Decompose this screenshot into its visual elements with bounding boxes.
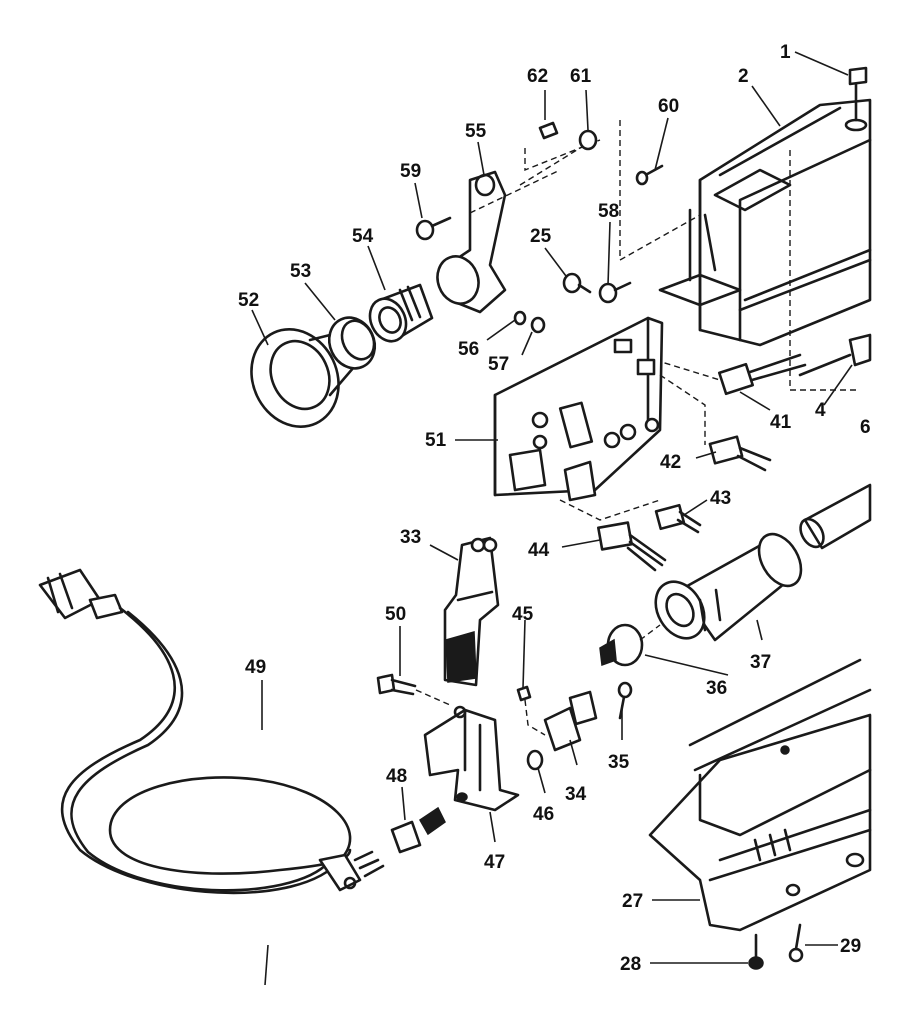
callout-25: 25 xyxy=(530,226,552,247)
callout-58: 58 xyxy=(598,201,619,222)
callout-41: 41 xyxy=(770,412,792,433)
callout-1: 1 xyxy=(780,42,791,63)
callout-60: 60 xyxy=(658,96,679,117)
connector-part-41 xyxy=(717,353,807,411)
screw-part-29 xyxy=(788,923,804,963)
callout-34: 34 xyxy=(565,784,587,805)
callout-45: 45 xyxy=(512,604,534,625)
connector-part-43 xyxy=(654,503,702,534)
callout-29: 29 xyxy=(840,936,861,957)
screw-part-28 xyxy=(748,933,764,970)
callout-27: 27 xyxy=(622,891,643,912)
callout-55: 55 xyxy=(465,121,487,142)
callout-52: 52 xyxy=(238,290,259,311)
callout-59: 59 xyxy=(400,161,421,182)
switch-part-34 xyxy=(543,690,598,752)
clip-part-61 xyxy=(578,129,598,151)
screw-part-58 xyxy=(598,281,632,304)
nut-part-57 xyxy=(530,316,546,334)
callout-6: 6 xyxy=(860,417,871,438)
leader-lines xyxy=(251,51,853,986)
callout-2: 2 xyxy=(738,66,749,87)
callout-4: 4 xyxy=(815,400,826,421)
screw-part-56 xyxy=(513,310,527,326)
callout-labels: 1 2 62 61 60 55 59 58 25 54 53 52 56 57 … xyxy=(238,42,871,975)
strain-relief-part-48 xyxy=(353,806,446,878)
callout-44: 44 xyxy=(528,540,550,561)
connector-part-44 xyxy=(559,499,667,572)
nut-part-45 xyxy=(516,685,546,736)
pad-part-62 xyxy=(538,121,559,140)
callout-47: 47 xyxy=(484,852,505,873)
callout-46: 46 xyxy=(533,804,554,825)
bracket-part-47 xyxy=(423,705,520,812)
circuit-board-part-51 xyxy=(493,316,664,502)
callout-42: 42 xyxy=(660,452,681,473)
callout-61: 61 xyxy=(570,66,592,87)
lens-mount-part-55 xyxy=(436,144,586,314)
connector-part-42 xyxy=(659,374,772,472)
screw-part-1 xyxy=(844,66,868,132)
ring-part-53 xyxy=(327,316,377,370)
callout-33: 33 xyxy=(400,527,421,548)
callout-48: 48 xyxy=(386,766,407,787)
callout-57: 57 xyxy=(488,354,509,375)
bolt-part-50 xyxy=(376,673,451,706)
trigger-part-33 xyxy=(443,536,500,687)
callout-28: 28 xyxy=(620,954,641,975)
power-cord-part-49 xyxy=(38,568,352,895)
callout-56: 56 xyxy=(458,339,479,360)
callout-49: 49 xyxy=(245,657,266,678)
screw-part-25 xyxy=(562,272,592,294)
callout-51: 51 xyxy=(425,430,447,451)
screw-part-59 xyxy=(415,216,452,241)
callout-37: 37 xyxy=(750,652,771,673)
callout-53: 53 xyxy=(290,261,311,282)
callout-35: 35 xyxy=(608,752,630,773)
cord-clamp-part xyxy=(318,853,362,892)
screw-part-35 xyxy=(617,681,633,720)
callout-62: 62 xyxy=(527,66,548,87)
bracket-part-4 xyxy=(798,333,872,377)
brush-part-36 xyxy=(599,623,661,667)
lens-part-54 xyxy=(368,283,434,343)
base-part-27 xyxy=(648,658,872,932)
motor-part-37 xyxy=(654,532,803,642)
washer-part-46 xyxy=(526,749,544,771)
callout-54: 54 xyxy=(352,226,374,247)
callout-43: 43 xyxy=(710,488,731,509)
callout-36: 36 xyxy=(706,678,727,699)
screw-part-60 xyxy=(635,164,664,186)
callout-50: 50 xyxy=(385,604,406,625)
housing-part-2 xyxy=(658,98,872,391)
motor-tube-part-6 xyxy=(799,483,872,550)
